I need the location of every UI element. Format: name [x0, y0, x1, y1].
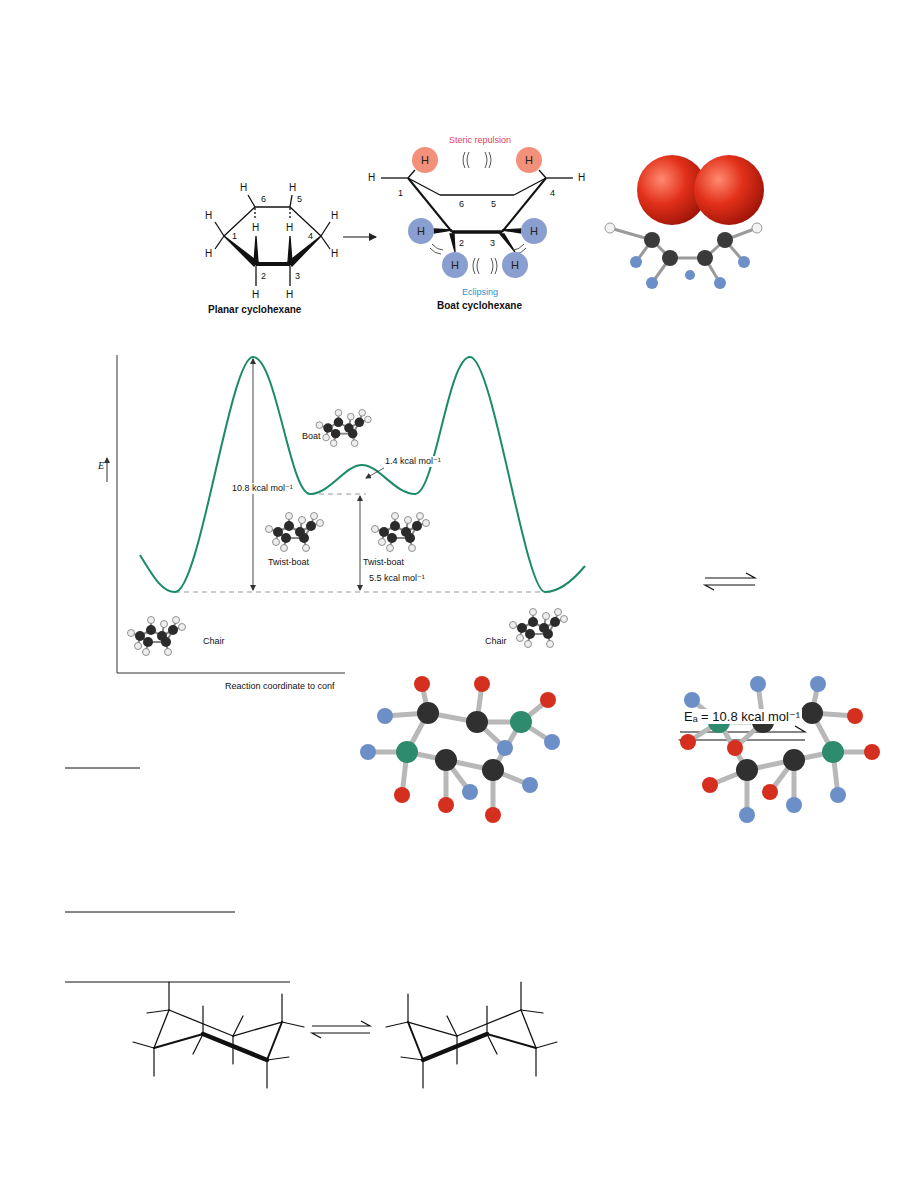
atom-label: H [240, 183, 247, 193]
locant-number: 6 [261, 195, 266, 204]
effect-label: Steric repulsion [449, 136, 511, 145]
equilibrium-arrows [312, 573, 805, 1038]
atom-label: H [205, 211, 212, 221]
locant-number: 2 [459, 239, 464, 248]
conformer-label: Twist-boat [266, 557, 311, 568]
energy-label: 10.8 kcal mol⁻¹ [230, 483, 295, 494]
energy-label: 5.5 kcal mol⁻¹ [367, 573, 427, 584]
locant-number: 2 [261, 272, 266, 281]
hydrogen-atom-circle: H [408, 218, 434, 244]
locant-number: 3 [490, 239, 495, 248]
locant-number: 5 [491, 200, 496, 209]
atom-label: H [286, 290, 293, 300]
atom-label: H [578, 173, 585, 183]
atom-label: H [331, 249, 338, 259]
conformer-label: Chair [485, 637, 507, 646]
caption: Boat cyclohexane [437, 301, 522, 311]
conformer-label: Boat [302, 432, 321, 441]
boat-structure [381, 170, 573, 252]
hydrogen-atom-circle: H [516, 147, 542, 173]
hydrogen-atom-circle: H [412, 147, 438, 173]
atom-label: H [421, 155, 429, 166]
hydrogen-atom-circle: H [521, 218, 547, 244]
atom-label: H [368, 173, 375, 183]
energy-label: Eₐ = 10.8 kcal mol⁻¹ [682, 709, 802, 724]
axis-label: Reaction coordinate to conf [225, 682, 335, 691]
atom-label: H [451, 260, 459, 271]
hydrogen-atom-circle: H [442, 252, 468, 278]
heading-rules [65, 768, 290, 982]
locant-number: 6 [459, 200, 464, 209]
energy-diagram [107, 355, 585, 673]
atom-label: H [252, 290, 259, 300]
hydrogen-atom-circle: H [502, 252, 528, 278]
planar-structure [215, 195, 330, 286]
axis-label: E [98, 461, 104, 471]
atom-label: H [252, 223, 259, 233]
energy-label: 1.4 kcal mol⁻¹ [383, 456, 443, 467]
locant-number: 3 [295, 272, 300, 281]
locant-number: 5 [297, 195, 302, 204]
reaction-arrow [343, 236, 376, 237]
atom-label: H [511, 260, 519, 271]
atom-label: H [205, 249, 212, 259]
ring-flip-models [360, 676, 880, 823]
locant-number: 1 [232, 232, 237, 241]
atom-label: H [331, 211, 338, 221]
caption: Planar cyclohexane [208, 305, 301, 315]
effect-label: Eclipsing [462, 288, 498, 297]
chair-drawings [133, 982, 557, 1088]
locant-number: 4 [550, 189, 555, 198]
atom-label: H [286, 223, 293, 233]
atom-label: H [530, 226, 538, 237]
conformer-label: Chair [203, 637, 225, 646]
locant-number: 4 [308, 232, 313, 241]
atom-label: H [525, 155, 533, 166]
locant-number: 1 [398, 189, 403, 198]
atom-label: H [289, 183, 296, 193]
conformer-label: Twist-boat [361, 557, 406, 568]
space-filling-model [605, 155, 764, 289]
atom-label: H [417, 226, 425, 237]
